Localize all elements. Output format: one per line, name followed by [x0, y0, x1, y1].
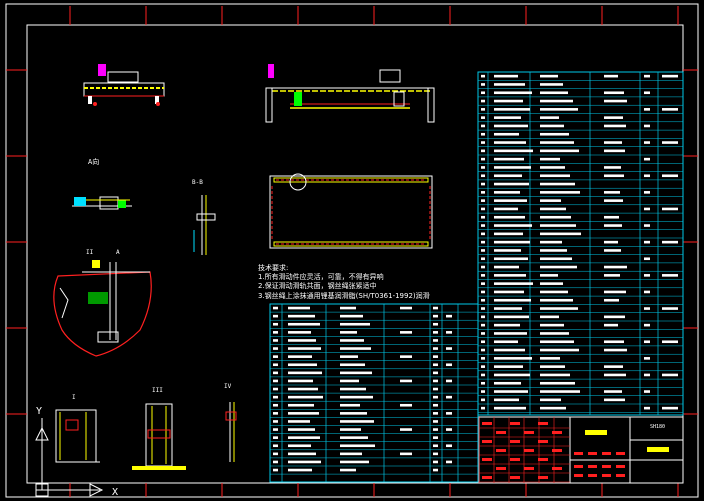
parts-list-table-bottom	[269, 303, 479, 483]
view-ii	[53, 260, 152, 357]
parts-list-table-right	[477, 71, 684, 416]
front-view-small	[83, 64, 165, 106]
title-block: SH180	[478, 416, 684, 484]
view-a	[72, 196, 132, 210]
drawing-number: SH180	[650, 424, 665, 430]
note-2: 2.保证滑动滑轨共面，钢丝绳张紧适中	[258, 281, 377, 290]
view-iv	[225, 402, 237, 462]
view-ii-label: II	[86, 249, 94, 256]
top-view	[269, 173, 433, 249]
title-block-grid	[478, 417, 625, 483]
view-bb	[193, 195, 216, 255]
technical-notes: 技术要求: 1.所有滑动件应灵活，可靠，不得有异响 2.保证滑动滑轨共面，钢丝绳…	[258, 263, 430, 300]
view-iv-label: IV	[224, 383, 232, 390]
dim-a-label: A	[116, 249, 120, 256]
border-zone-marks	[6, 6, 698, 497]
outer-frame	[5, 3, 699, 498]
svg-text:Y: Y	[36, 406, 42, 417]
note-heading: 技术要求:	[258, 263, 288, 272]
front-view-main	[265, 64, 435, 123]
note-3: 3.钢丝绳上涂抹通用锂基润滑脂(SH/T0361-1992)润滑	[258, 291, 430, 300]
note-1: 1.所有滑动件应灵活，可靠，不得有异响	[258, 272, 384, 281]
svg-text:X: X	[112, 487, 118, 498]
view-i-label: I	[72, 394, 76, 401]
view-bb-label: B-B	[192, 179, 203, 186]
view-iii	[132, 403, 186, 470]
view-i	[55, 409, 100, 463]
view-a-label: A向	[88, 157, 99, 166]
ucs-icon: Y X	[35, 406, 118, 498]
view-iii-label: III	[152, 387, 163, 394]
